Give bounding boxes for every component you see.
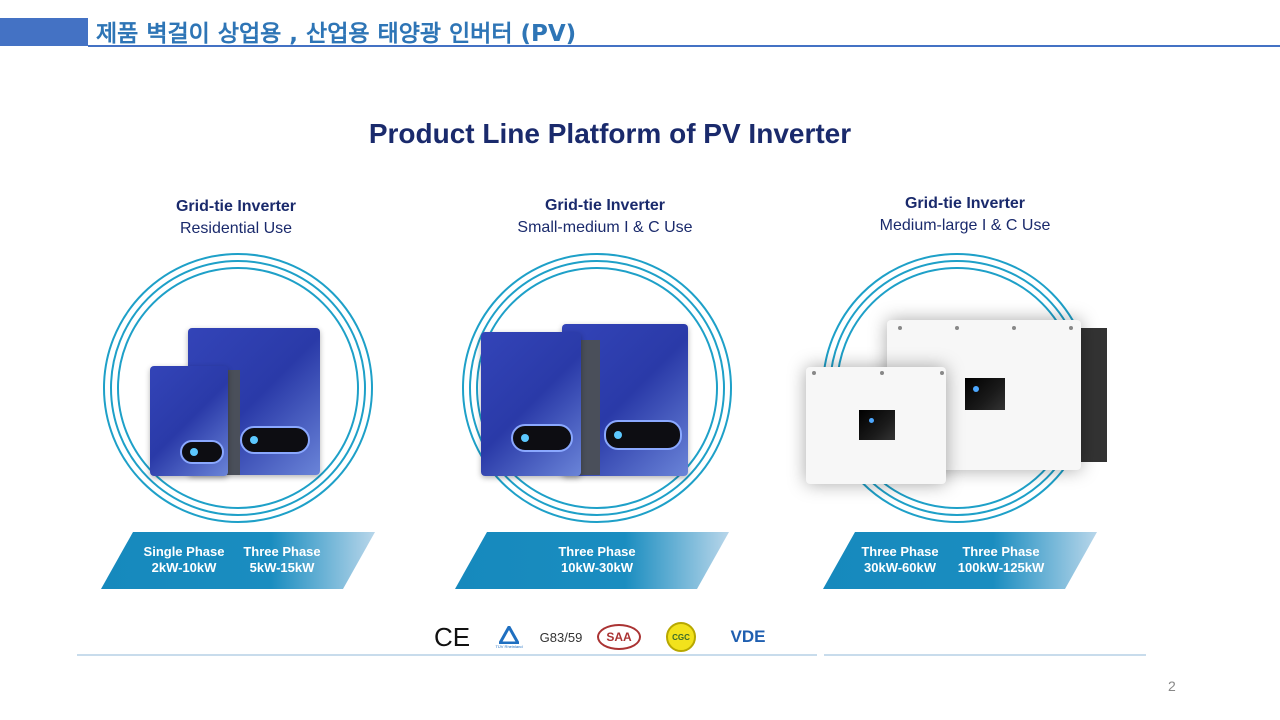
display-panel (511, 424, 573, 452)
ring-decoration (469, 260, 725, 516)
spec-phase: Three Phase (243, 544, 321, 559)
spec-range: 10kW-30kW (561, 560, 633, 575)
inverter-medium-blue (481, 332, 581, 476)
vde-mark-icon: VDE (730, 627, 766, 646)
bottom-divider-right (824, 654, 1146, 656)
cgc-icon: CGC (664, 620, 698, 654)
spec-phase: Three Phase (861, 544, 939, 559)
inverter-side (578, 340, 600, 475)
spec-phase: Three Phase (558, 544, 636, 559)
spec-item: Single Phase 2kW-10kW (139, 544, 229, 576)
display-screen (965, 378, 1005, 410)
spec-phase: Single Phase (143, 544, 225, 559)
display-screen (859, 410, 895, 440)
display-panel (180, 440, 224, 464)
column-subheading: Residential Use (179, 220, 293, 237)
rivet (898, 326, 902, 330)
ce-mark-icon: CE (433, 621, 471, 652)
column-heading-residential: Grid-tie Inverter Residential Use (136, 196, 336, 240)
banner-shape (823, 532, 1097, 589)
spec-banner-medium-large: Three Phase 30kW-60kW Three Phase 100kW-… (823, 532, 1097, 589)
ring-decoration (117, 267, 359, 509)
spec-range: 5kW-15kW (249, 560, 315, 575)
column-heading: Grid-tie Inverter (175, 198, 297, 215)
column-heading-medium-large: Grid-tie Inverter Medium-large I & C Use (850, 193, 1080, 237)
header-underline (88, 45, 1280, 47)
display-panel (604, 420, 682, 450)
spec-range: 30kW-60kW (864, 560, 936, 575)
bottom-divider-left (77, 654, 817, 656)
rivet (812, 371, 816, 375)
ring-decoration (476, 267, 718, 509)
column-heading: Grid-tie Inverter (904, 195, 1026, 212)
page-number: 2 (1168, 678, 1176, 694)
g83-59-label: G83/59 (539, 629, 583, 645)
display-panel (240, 426, 310, 454)
header-accent-block (0, 18, 88, 46)
spec-item: Three Phase 100kW-125kW (953, 544, 1049, 576)
rivet (1069, 326, 1073, 330)
main-title: Product Line Platform of PV Inverter (368, 118, 852, 149)
tuv-triangle-icon (499, 625, 519, 644)
spec-banner-small-medium: Three Phase 10kW-30kW (455, 532, 729, 589)
banner-shape (101, 532, 375, 589)
inverter-side (226, 370, 240, 475)
rivet (940, 371, 944, 375)
spec-item: Three Phase 30kW-60kW (855, 544, 945, 576)
rivet (1012, 326, 1016, 330)
spec-item: Three Phase 5kW-15kW (237, 544, 327, 576)
saa-label: SAA (597, 624, 641, 650)
tuv-label: TÜV Rheinland (495, 643, 523, 649)
spec-banner-residential: Single Phase 2kW-10kW Three Phase 5kW-15… (101, 532, 375, 589)
ring-decoration (462, 253, 732, 523)
spec-range: 100kW-125kW (957, 560, 1045, 575)
cgc-label: CGC (666, 622, 696, 652)
column-heading: Grid-tie Inverter (544, 197, 666, 214)
ring-decoration (110, 260, 366, 516)
banner-shape (455, 532, 729, 589)
spec-phase: Three Phase (962, 544, 1040, 559)
rivet (880, 371, 884, 375)
spec-item: Three Phase 10kW-30kW (547, 544, 647, 576)
rivet (955, 326, 959, 330)
column-subheading: Medium-large I & C Use (879, 217, 1051, 234)
tuv-rheinland-icon: TÜV Rheinland (492, 620, 526, 654)
slide-header-title: 제품 벽걸이 상업용 , 산업용 태양광 인버터 (PV) (96, 21, 577, 47)
heatsink (1081, 328, 1107, 462)
saa-icon: SAA (596, 620, 642, 654)
ring-decoration (103, 253, 373, 523)
column-subheading: Small-medium I & C Use (517, 219, 693, 236)
column-heading-small-medium: Grid-tie Inverter Small-medium I & C Use (480, 195, 730, 239)
spec-range: 2kW-10kW (151, 560, 217, 575)
